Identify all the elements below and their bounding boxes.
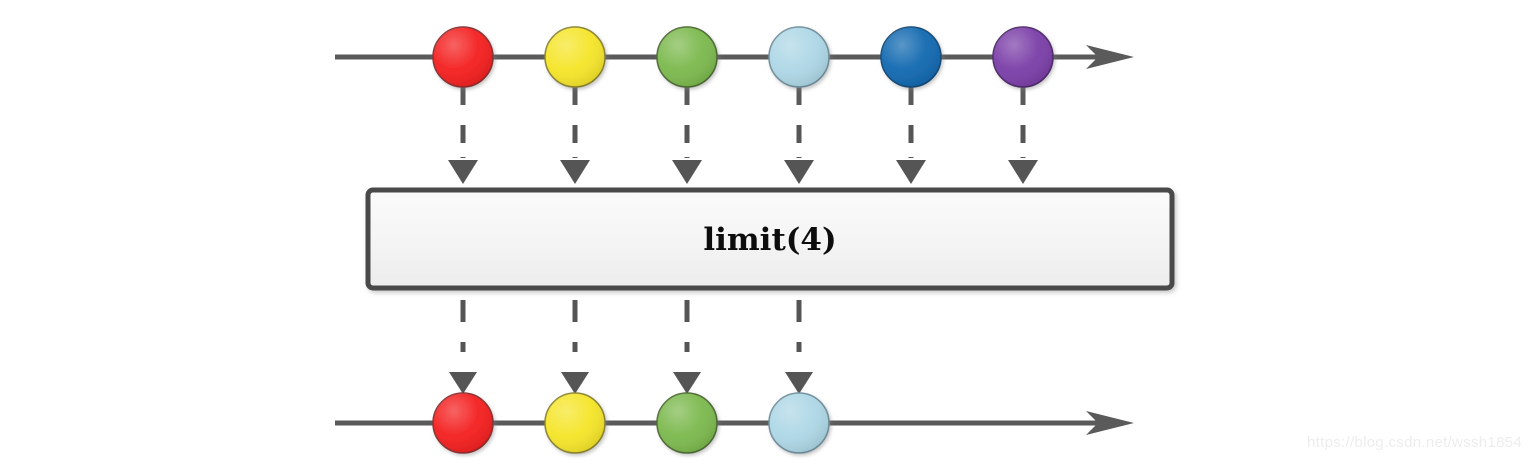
output-arrowhead [785,372,813,394]
marble-highlight [769,393,829,453]
input-arrowhead [560,160,590,184]
input-arrowheads [448,160,1038,184]
operator-box-label: limit(4) [703,222,836,258]
result-timeline-arrowhead [1086,411,1134,435]
input-arrowhead [448,160,478,184]
marble-highlight [993,27,1053,87]
source-marble-blue[interactable] [880,26,942,88]
source-marbles [432,26,1054,88]
marble-highlight [433,393,493,453]
input-dashed-arrows [460,125,1026,158]
input-arrowhead [1008,160,1038,184]
source-marble-stems [460,80,1026,105]
output-dashed-arrows [460,300,802,352]
marble-highlight [881,27,941,87]
marble-highlight [657,27,717,87]
marble-highlight [433,27,493,87]
limit-operator-box[interactable]: limit(4) [365,187,1175,291]
input-arrowhead [784,160,814,184]
result-marble-light-blue[interactable] [768,392,830,454]
marble-highlight [769,27,829,87]
input-arrowhead [896,160,926,184]
result-marbles [432,392,830,454]
output-arrowhead [673,372,701,394]
output-arrowheads [449,372,813,394]
source-marble-purple[interactable] [992,26,1054,88]
marble-highlight [657,393,717,453]
operator-box-rect[interactable] [365,187,1175,291]
watermark-label: https://blog.csdn.net/wssh1854 [1307,434,1522,451]
source-marble-yellow[interactable] [544,26,606,88]
marble-highlight [545,27,605,87]
marble-highlight [545,393,605,453]
source-marble-light-blue[interactable] [768,26,830,88]
result-marble-green[interactable] [656,392,718,454]
source-marble-green[interactable] [656,26,718,88]
source-marble-red[interactable] [432,26,494,88]
result-marble-red[interactable] [432,392,494,454]
output-arrowhead [561,372,589,394]
result-marble-yellow[interactable] [544,392,606,454]
output-arrowhead [449,372,477,394]
source-timeline-arrowhead [1086,45,1134,69]
input-arrowhead [672,160,702,184]
